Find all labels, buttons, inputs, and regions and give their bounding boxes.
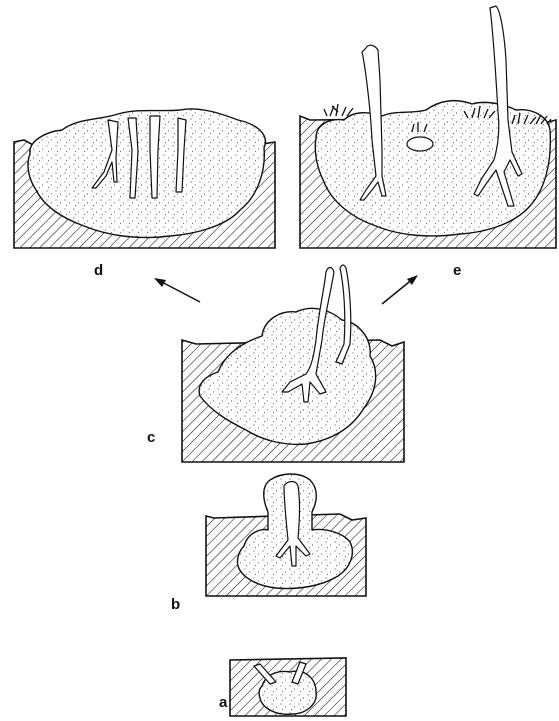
panel-e-label: e: [453, 262, 461, 279]
arrow-to-e: [382, 275, 418, 304]
panel-e-pebble: [407, 137, 433, 151]
panel-b-label: b: [171, 596, 180, 613]
panel-b: b: [171, 474, 366, 613]
arrow-to-d: [154, 278, 200, 302]
panel-c-label: c: [147, 429, 155, 446]
panel-e: e: [300, 6, 556, 279]
arrow-to-d-head: [154, 278, 166, 287]
panel-d-label: d: [94, 262, 103, 279]
panel-a-label: a: [219, 694, 228, 711]
panel-d: d: [14, 109, 275, 279]
panel-a: a: [219, 658, 346, 716]
arrow-to-e-head: [407, 275, 418, 285]
